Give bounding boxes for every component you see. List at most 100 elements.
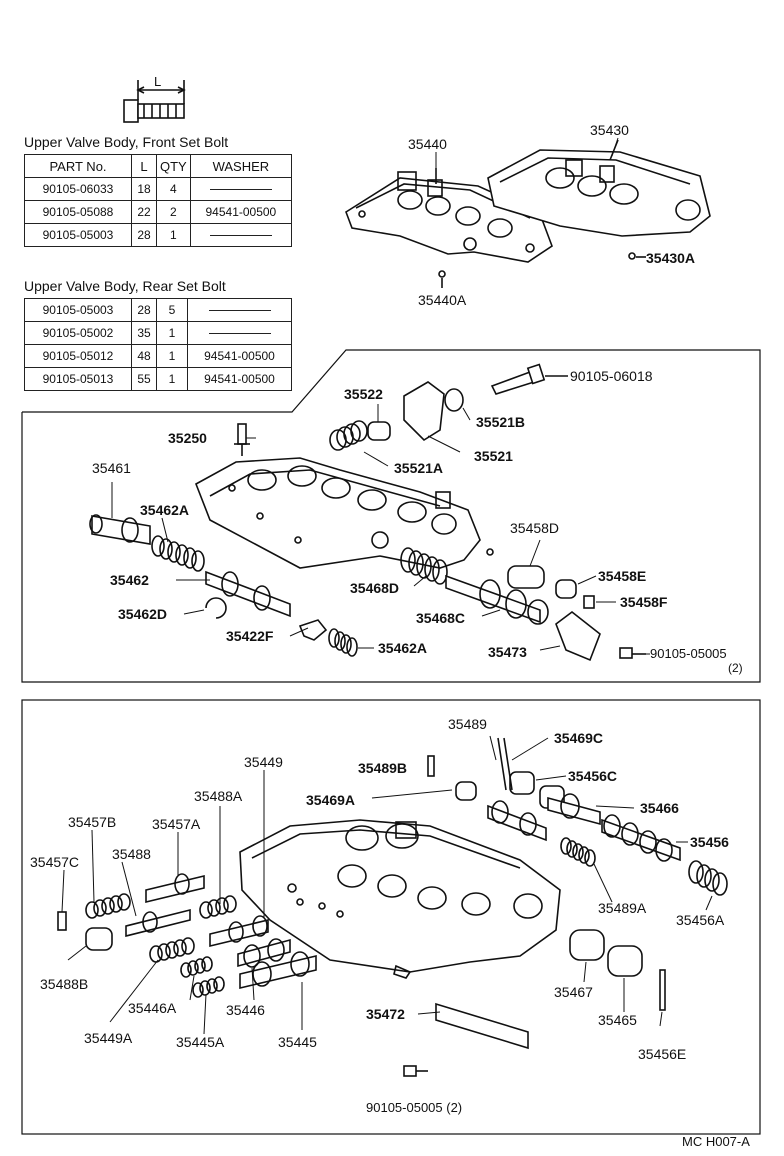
front-bolt-title: Upper Valve Body, Front Set Bolt <box>24 134 229 150</box>
valve-35468c <box>445 574 549 625</box>
pin-35456e <box>659 969 666 1011</box>
figure-code: MC H007-A <box>682 1134 750 1149</box>
valve-35489 <box>487 800 547 842</box>
washer-cell <box>187 321 292 345</box>
label-35473: 35473 <box>488 644 527 660</box>
label-35488b: 35488B <box>40 976 89 992</box>
spring-35445a <box>192 976 225 998</box>
washer-cell <box>189 223 293 247</box>
part-no-cell: 90105-05088 <box>24 200 132 224</box>
leader-lines <box>61 137 713 1035</box>
bolt-90105-05005-bottom <box>403 1065 428 1077</box>
spring-35457b <box>85 893 131 919</box>
label-90105-05005-mid: 90105-05005 <box>650 646 727 661</box>
table-row: 90105-05003 28 5 <box>24 298 292 322</box>
washer-35521b <box>444 388 464 412</box>
spring-35489a <box>560 837 596 867</box>
dash-mark <box>209 235 272 237</box>
sleeve-35458d <box>507 565 545 589</box>
spring-35521a <box>329 420 368 451</box>
label-35472: 35472 <box>366 1006 405 1022</box>
spring-35462a-top <box>151 535 205 572</box>
label-35522: 35522 <box>344 386 383 402</box>
valve-35449 <box>209 915 269 948</box>
label-35521b: 35521B <box>476 414 526 430</box>
table-row: 90105-05003 28 1 <box>24 223 293 247</box>
label-35457b: 35457B <box>68 814 117 830</box>
eclip-35462d <box>205 597 227 619</box>
spring-35456a <box>688 860 728 896</box>
plate-35521 <box>403 381 445 442</box>
retainer-35422f <box>298 619 328 641</box>
label-35462a-bottom: 35462A <box>378 640 428 656</box>
washer-cell: 94541-00500 <box>187 367 292 391</box>
label-35458e: 35458E <box>598 568 647 584</box>
label-35458f: 35458F <box>620 594 668 610</box>
label-35462: 35462 <box>110 572 149 588</box>
ball-35440a <box>438 270 446 278</box>
label-35422f: 35422F <box>226 628 274 644</box>
label-35462a-top: 35462A <box>140 502 190 518</box>
plug-35469a <box>455 781 477 801</box>
valve-35446 <box>237 938 291 968</box>
pin-35489b <box>427 755 435 777</box>
label-35521a: 35521A <box>394 460 444 476</box>
spring-35462a-bottom <box>328 628 358 657</box>
plug-35488b <box>85 927 113 951</box>
label-35458d: 35458D <box>510 520 560 536</box>
label-35456: 35456 <box>690 834 729 850</box>
bolt-dimension-label: L <box>154 74 162 89</box>
middle-valve-body <box>195 457 494 569</box>
washer-cell <box>189 177 293 201</box>
header-l: L <box>131 154 157 178</box>
label-35446: 35446 <box>226 1002 265 1018</box>
label-35489a: 35489A <box>598 900 647 916</box>
label-90105-06018: 90105-06018 <box>570 368 653 384</box>
washer-cell <box>187 298 292 322</box>
label-35469c: 35469C <box>554 730 604 746</box>
label-35465: 35465 <box>598 1012 637 1028</box>
label-35457c: 35457C <box>30 854 80 870</box>
label-35469a: 35469A <box>306 792 356 808</box>
sleeve-35469c <box>509 771 535 795</box>
sleeve-35465 <box>607 945 643 977</box>
label-qty-mid: (2) <box>728 661 743 675</box>
label-35489b: 35489B <box>358 760 408 776</box>
label-35462d: 35462D <box>118 606 168 622</box>
upper-valve-body-35430 <box>487 139 711 260</box>
label-90105-05005-bottom: 90105-05005 (2) <box>366 1100 463 1115</box>
table-row: 90105-05013 55 1 94541-00500 <box>24 367 292 391</box>
label-35440a: 35440A <box>418 292 467 308</box>
label-35488a: 35488A <box>194 788 243 804</box>
label-35250: 35250 <box>168 430 207 446</box>
label-35440: 35440 <box>408 136 447 152</box>
front-bolt-table: PART No. L QTY WASHER 90105-06033 18 4 9… <box>24 154 293 247</box>
dash-mark <box>209 189 272 191</box>
washer-cell: 94541-00500 <box>189 200 293 224</box>
middle-frame <box>21 349 761 683</box>
sleeve-35467 <box>569 929 605 961</box>
label-35449: 35449 <box>244 754 283 770</box>
lower-valve-body <box>239 819 561 979</box>
label-35457a: 35457A <box>152 816 201 832</box>
table-row: 90105-05088 22 2 94541-00500 <box>24 200 293 224</box>
label-35430a: 35430A <box>646 250 696 266</box>
label-35468c: 35468C <box>416 610 466 626</box>
label-35445: 35445 <box>278 1034 317 1050</box>
plug-35458e <box>555 579 577 599</box>
clip-35458f <box>583 595 595 609</box>
label-35456c: 35456C <box>568 768 618 784</box>
label-35445a: 35445A <box>176 1034 225 1050</box>
valve-35488 <box>125 908 191 938</box>
length-cell: 18 <box>131 177 157 201</box>
part-no-cell: 90105-05013 <box>24 367 132 391</box>
pin-35489 <box>497 737 507 791</box>
label-35489: 35489 <box>448 716 487 732</box>
label-35430: 35430 <box>590 122 629 138</box>
qty-cell: 1 <box>156 223 191 247</box>
label-35467: 35467 <box>554 984 593 1000</box>
spring-35446a <box>180 956 213 978</box>
valve-35461 <box>89 514 151 545</box>
label-35456a: 35456A <box>676 912 725 928</box>
